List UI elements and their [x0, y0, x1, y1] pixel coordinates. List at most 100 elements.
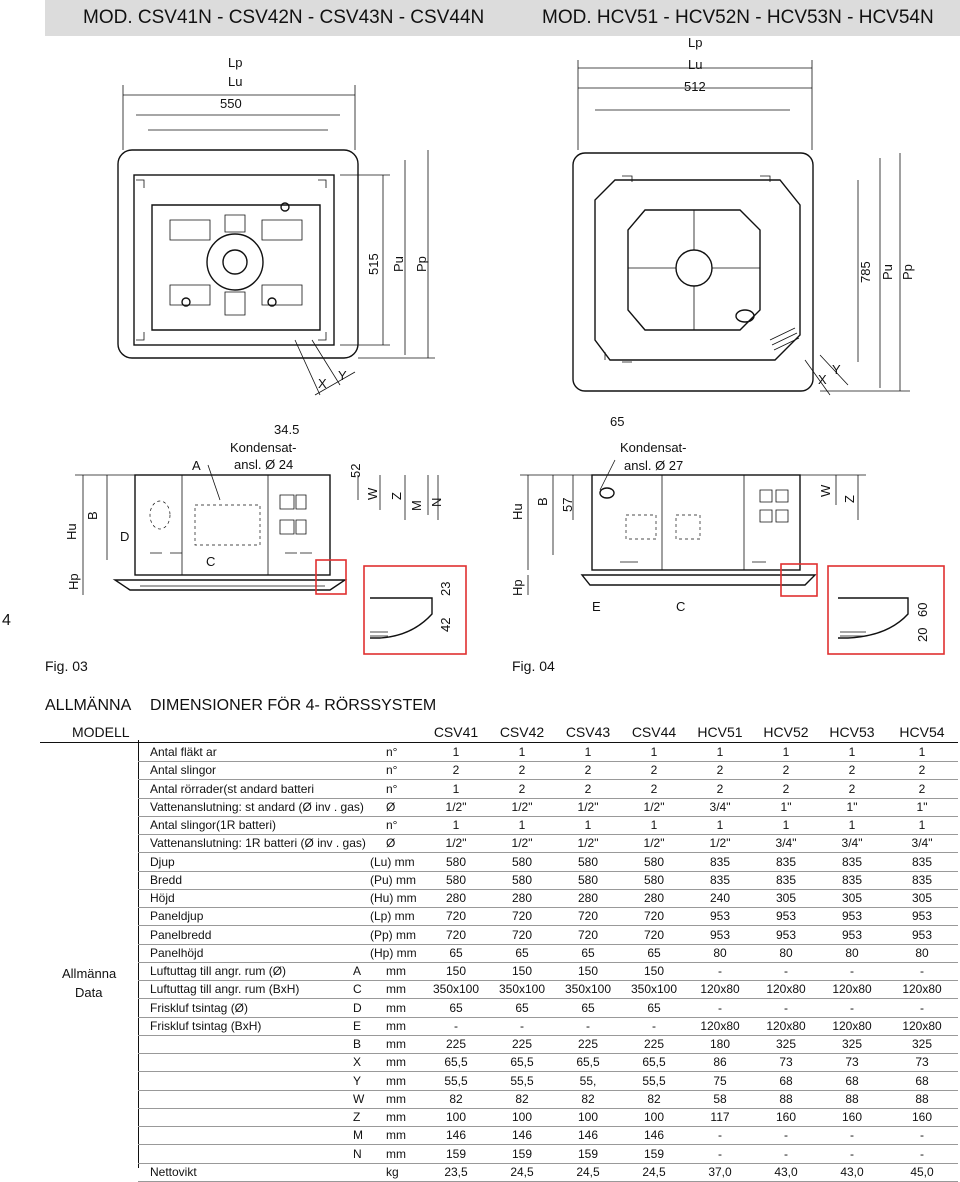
table-cell: 88: [845, 1091, 859, 1106]
table-cell: 1: [518, 745, 526, 759]
table-cell: 55,5: [444, 1073, 468, 1088]
table-cell: 159: [643, 1146, 665, 1161]
row-symbol: N: [353, 1146, 362, 1161]
group-label-1: Allmänna: [62, 966, 117, 981]
table-cell: 160: [775, 1110, 797, 1124]
row-unit: mm: [386, 1037, 406, 1051]
model-label: MODELL: [72, 724, 130, 740]
table-cell: 2: [584, 781, 592, 796]
fig04-dim-pp: Pp: [900, 264, 915, 280]
table-row: [138, 1053, 958, 1054]
table-cell: 953: [775, 909, 797, 924]
table-cell: -: [718, 1146, 722, 1161]
table-cell: 580: [643, 872, 665, 887]
table-cell: 1/2": [511, 836, 533, 851]
table-cell: 1: [848, 818, 856, 832]
table-cell: 88: [915, 1091, 929, 1106]
table-cell: 86: [713, 1055, 727, 1070]
row-name: Djup: [150, 854, 175, 869]
table-cell: 80: [713, 945, 727, 960]
table-cell: -: [850, 964, 854, 978]
table-cell: 350x100: [564, 982, 612, 997]
table-cell: 68: [779, 1073, 793, 1088]
fig04-label-hu: Hu: [510, 503, 525, 520]
fig03-label-z: Z: [389, 492, 404, 500]
table-cell: 45,0: [910, 1164, 934, 1179]
table-cell: 835: [911, 872, 933, 887]
table-cell: -: [920, 964, 924, 978]
table-cell: -: [784, 1128, 788, 1143]
section-right-title: DIMENSIONER FÖR 4- RÖRSSYSTEM: [150, 697, 437, 714]
table-row: [138, 907, 958, 908]
table-cell: 24,5: [510, 1164, 534, 1179]
table-cell: 1: [518, 818, 526, 832]
fig04-label-w: W: [818, 484, 833, 497]
table-cell: 65,5: [510, 1055, 534, 1070]
table-cell: 325: [911, 1037, 933, 1051]
table-row: [138, 888, 958, 890]
table-row: [138, 925, 958, 927]
table-cell: 835: [775, 872, 797, 887]
row-unit: mm: [386, 1055, 406, 1070]
row-unit: n°: [386, 781, 398, 796]
row-unit: mm: [386, 1000, 406, 1015]
table-cell: 580: [511, 872, 533, 887]
row-unit: (Lp) mm: [370, 909, 415, 924]
row-name: Panelhöjd: [150, 945, 204, 960]
table-cell: 65: [515, 1000, 529, 1015]
fig04-label-60: 60: [915, 602, 930, 617]
table-cell: 43,0: [774, 1164, 798, 1179]
table-cell: 580: [577, 872, 599, 887]
row-unit: (Hp) mm: [370, 945, 417, 960]
table-cell: 720: [577, 927, 599, 942]
table-row: [138, 1126, 958, 1127]
table-cell: 3/4": [911, 836, 933, 851]
row-symbol: Z: [353, 1110, 361, 1124]
table-cell: 1: [848, 745, 856, 759]
table-row: [138, 1107, 958, 1109]
table-cell: 1/2": [445, 799, 467, 814]
table-cell: 1/2": [445, 836, 467, 851]
table-cell: 2: [782, 763, 790, 778]
table-cell: 80: [779, 945, 793, 960]
table-cell: 100: [445, 1110, 467, 1124]
row-name: Paneldjup: [150, 909, 204, 924]
table-cell: 65,5: [576, 1055, 600, 1070]
table-cell: 1": [846, 799, 858, 814]
table-cell: -: [784, 1000, 788, 1015]
row-name: Bredd: [150, 872, 183, 887]
table-cell: -: [850, 1000, 854, 1015]
section-left-title: ALLMÄNNA: [45, 697, 132, 714]
fig03-label-kond2: ansl. Ø 24: [234, 457, 294, 472]
table-cell: 120x80: [766, 982, 806, 997]
fig04-dim-x: X: [818, 372, 827, 387]
row-name: Friskluf tsintag (BxH): [150, 1018, 262, 1033]
group-column: [40, 740, 139, 1168]
row-unit: mm: [386, 1128, 406, 1143]
fig03-label-c: C: [206, 554, 216, 569]
table-cell: 2: [782, 781, 790, 796]
fig03-caption: Fig. 03: [45, 658, 88, 674]
table-cell: 953: [841, 909, 863, 924]
table-cell: 2: [452, 763, 460, 778]
table-cell: 835: [709, 854, 731, 869]
table-cell: 835: [775, 854, 797, 869]
table-cell: 75: [713, 1073, 727, 1088]
table-cell: 160: [911, 1110, 933, 1124]
table-cell: 225: [643, 1037, 665, 1051]
row-unit: n°: [386, 763, 398, 778]
table-cell: 160: [841, 1110, 863, 1124]
row-name: Friskluf tsintag (Ø): [150, 1000, 249, 1015]
fig04-label-65: 65: [610, 414, 625, 429]
model-header: HCV51: [697, 724, 743, 740]
fig04-dim-512: 512: [684, 79, 706, 94]
table-cell: 146: [511, 1128, 533, 1143]
row-unit: mm: [386, 1091, 406, 1106]
table-cell: 2: [650, 781, 658, 796]
table-cell: 159: [445, 1146, 467, 1161]
table-cell: 1: [584, 818, 592, 832]
table-cell: 350x100: [630, 982, 678, 997]
table-cell: 1/2": [577, 799, 599, 814]
table-cell: -: [850, 1146, 854, 1161]
fig03-label-hp: Hp: [66, 573, 81, 590]
